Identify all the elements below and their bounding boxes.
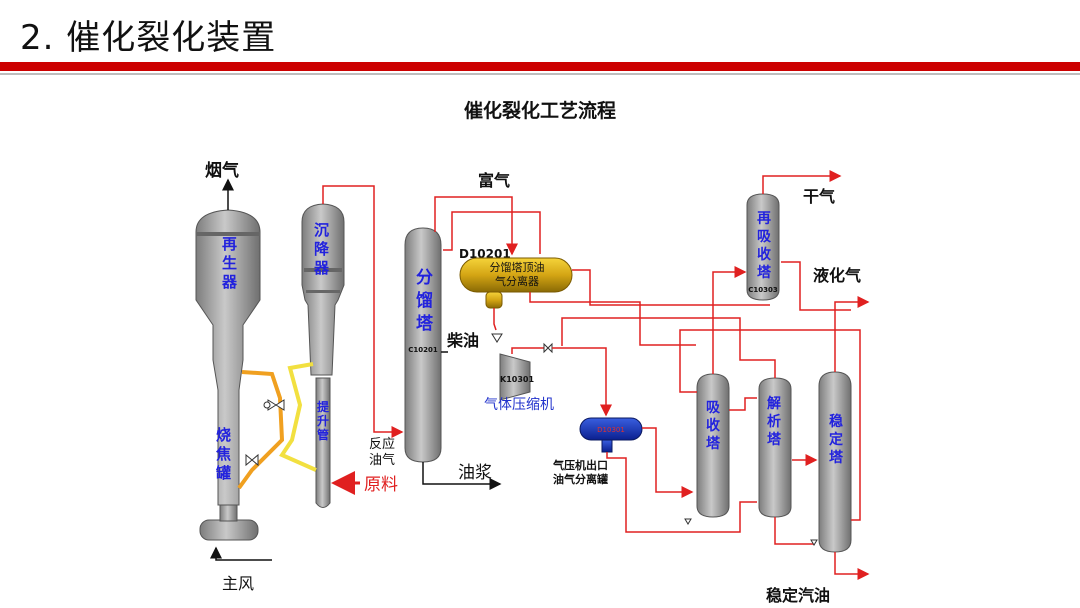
absorber-column [696, 373, 730, 518]
top-drum-vessel [459, 257, 573, 293]
diesel-label: 柴油 [446, 331, 479, 350]
gasoline-label: 稳定汽油 [766, 586, 830, 605]
regenerator-char-1: 再 [222, 235, 237, 253]
coke-burner-char-1: 烧 [216, 426, 231, 444]
fractionator-char-1: 分 [416, 268, 433, 288]
settler-char-1: 沉 [314, 221, 329, 239]
stabilizer-pump-icon [810, 539, 818, 546]
flue-gas-label: 烟气 [205, 160, 239, 181]
settler-char-2: 降 [314, 240, 330, 258]
riser-char-3: 管 [317, 427, 329, 442]
reabsorber-char-4: 塔 [757, 264, 772, 281]
compressor-label: 气体压缩机 [484, 397, 554, 413]
regenerated-catalyst-line [279, 362, 317, 472]
slide-valve-icon [263, 399, 285, 411]
top-drum-boot [485, 291, 503, 309]
reabsorber-char-1: 再 [757, 211, 771, 227]
compressor-code: K10301 [500, 375, 534, 384]
drum-liquid-to-desorber-line [606, 452, 757, 533]
absorber-to-desorber-line [729, 397, 757, 411]
lean-oil-return-line [781, 261, 851, 311]
stabilizer-column [818, 371, 852, 553]
reabsorber-char-3: 收 [757, 246, 772, 263]
outlet-drum-boot [601, 439, 613, 453]
top-drum-label-1: 分馏塔顶油 [490, 260, 545, 274]
desorber-column [758, 377, 792, 518]
drum-gas-to-absorber-line [642, 427, 694, 498]
dry-gas-line [762, 170, 842, 194]
desorber-char-2: 析 [767, 413, 781, 430]
reflux-line [443, 211, 541, 254]
coke-burner-char-2: 焦 [215, 445, 231, 463]
outlet-drum-label-1: 气压机出口 [552, 458, 608, 472]
slurry-label: 油浆 [458, 463, 492, 483]
reaction-vapor-label-2: 油气 [369, 452, 395, 468]
lpg-line [834, 296, 870, 372]
riser-char-1: 提 [317, 399, 330, 414]
settler-vessel [301, 203, 345, 508]
compressor-to-drum-line [552, 347, 612, 417]
slurry-line [422, 462, 502, 490]
fractionator-code: C10201 [408, 346, 438, 354]
discharge-valve-icon [543, 342, 553, 354]
compressor-body [499, 353, 531, 401]
reabsorber-column [746, 193, 780, 301]
reabsorber-char-2: 吸 [757, 229, 772, 245]
outlet-drum-label-2: 油气分离罐 [553, 472, 608, 486]
riser-char-2: 升 [317, 413, 329, 428]
stabilizer-char-3: 塔 [829, 449, 844, 466]
overhead-vapor-line [434, 196, 518, 256]
absorber-pump-icon [684, 518, 692, 525]
reaction-vapor-line [322, 185, 404, 438]
settler-char-3: 器 [313, 259, 330, 277]
stabilizer-char-1: 稳 [829, 413, 843, 430]
lpg-label: 液化气 [813, 266, 861, 285]
check-valve-icon [491, 333, 503, 343]
desorber-char-1: 解 [767, 395, 781, 412]
desorber-char-3: 塔 [767, 431, 782, 448]
regenerator-char-2: 生 [222, 254, 237, 272]
diagram-title: 催化裂化工艺流程 [464, 99, 616, 122]
reaction-vapor-label-1: 反应 [369, 436, 395, 452]
dry-gas-label: 干气 [803, 187, 835, 206]
absorber-char-3: 塔 [706, 435, 721, 452]
top-drum-label-2: 气分离器 [495, 274, 539, 288]
main-air-line [210, 546, 272, 561]
reabsorber-code: C10303 [748, 286, 778, 294]
gasoline-line [834, 552, 870, 580]
absorber-to-reabsorber-line [712, 266, 747, 374]
spent-catalyst-line [237, 370, 285, 490]
title-divider-shadow [0, 73, 1080, 75]
stabilized-gasoline-absorbent-line [679, 329, 861, 521]
absorber-char-1: 吸 [706, 400, 721, 416]
title-divider [0, 62, 1080, 71]
feed-label: 原料 [364, 475, 398, 495]
regenerator-char-3: 器 [221, 273, 238, 291]
fractionator-char-2: 馏 [416, 290, 433, 311]
rich-gas-label: 富气 [478, 171, 510, 190]
desorber-bottoms-line [774, 517, 815, 545]
compressor-discharge-line [511, 347, 548, 354]
stabilizer-char-2: 定 [829, 431, 843, 448]
outlet-drum-code: D10301 [597, 426, 625, 434]
coke-burner-char-3: 罐 [215, 464, 231, 482]
fractionator-char-3: 塔 [416, 313, 434, 334]
drum-to-compressor-line [493, 308, 497, 331]
page-title: 2. 催化裂化装置 [20, 18, 277, 58]
rich-gas-line [572, 269, 770, 306]
fractionator-column [404, 227, 442, 463]
main-air-label: 主风 [222, 574, 254, 593]
desorber-gas-return-line [561, 317, 776, 378]
crude-gasoline-line [529, 292, 696, 346]
regenerator-vessel [195, 209, 261, 541]
absorber-char-2: 收 [706, 417, 721, 434]
plug-valve-icon [245, 453, 259, 467]
